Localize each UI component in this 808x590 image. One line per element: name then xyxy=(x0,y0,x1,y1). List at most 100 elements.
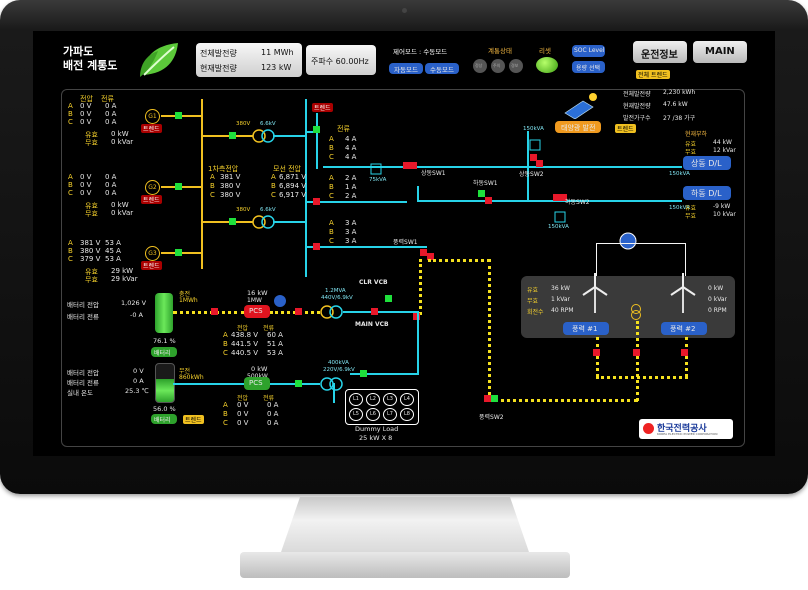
bess1-button[interactable]: 배터리 xyxy=(151,347,177,357)
bess2-button[interactable]: 배터리 xyxy=(151,414,177,424)
bess2-temp-value: 25.3 ℃ xyxy=(125,387,149,395)
reset-button[interactable] xyxy=(536,57,558,73)
up-sw1-label: 상동SW1 xyxy=(421,170,446,177)
dummy-cell-7: L7 xyxy=(383,408,397,421)
tr1-rating: 380V xyxy=(236,121,251,127)
soc-select-button[interactable]: 용량 선택 xyxy=(572,61,605,73)
feeder3-breaker[interactable] xyxy=(313,243,320,250)
up-sw2-switch-b[interactable] xyxy=(536,160,543,167)
gen2-active-value: 0 kW xyxy=(111,201,129,209)
gen1-phase-1: B xyxy=(68,110,73,118)
w1-breaker[interactable] xyxy=(593,349,600,356)
tr2-lv-breaker[interactable] xyxy=(229,218,236,225)
down-sw2-switch-b[interactable] xyxy=(560,194,567,201)
gen1-active-value: 0 kW xyxy=(111,130,129,138)
down-reactive-label: 무효 xyxy=(685,213,697,220)
dummy-cell-4: L4 xyxy=(400,393,414,406)
bess1-voltage-1: 441.5 V xyxy=(231,340,259,348)
bess2-temp-label: 실내 온도 xyxy=(67,389,93,397)
w2-breaker[interactable] xyxy=(681,349,688,356)
wind-sw2-switch-b[interactable] xyxy=(491,395,498,402)
bus-phase-1: B xyxy=(271,182,276,190)
bess2-voltage-col: 전압 xyxy=(237,395,249,402)
bess1-ac-breaker[interactable] xyxy=(295,308,302,315)
down-sw2-switch[interactable] xyxy=(553,194,560,201)
g3-trend-button[interactable]: 트렌드 xyxy=(141,261,162,270)
down-dl-button[interactable]: 하동 D/L xyxy=(683,186,731,200)
wind2-button[interactable]: 풍력 #2 xyxy=(661,322,707,335)
wind-sw1-label: 풍력SW1 xyxy=(393,239,418,246)
bess1-pcs-button[interactable]: PCS xyxy=(244,305,270,318)
gen2-voltage-1: 0 V xyxy=(80,181,92,189)
bess1-capacity: 1MWh xyxy=(179,297,198,304)
bess1-dc-breaker[interactable] xyxy=(211,308,218,315)
up-dl-line xyxy=(527,166,682,168)
bess-link-breaker[interactable] xyxy=(413,313,420,320)
bess2-pcs-button[interactable]: PCS xyxy=(244,377,270,390)
down-sw1-switch-b[interactable] xyxy=(485,197,492,204)
generator-g3-icon[interactable]: G3 xyxy=(145,246,160,261)
up-sw1-switch-b[interactable] xyxy=(410,162,417,169)
main-button[interactable]: MAIN xyxy=(693,41,747,63)
auto-mode-button[interactable]: 자동모드 xyxy=(389,63,423,74)
wind1-button[interactable]: 풍력 #1 xyxy=(563,322,609,335)
bess2-current-label: 배터리 전류 xyxy=(67,379,99,387)
bess1-tr-rating2: 440V/6.9kV xyxy=(321,295,353,301)
grid-status-label: 계통상태 xyxy=(488,47,512,55)
all-trend-button[interactable]: 전체 트렌드 xyxy=(636,70,670,79)
wind-sw1-switch[interactable] xyxy=(420,249,427,256)
bess2-hv-breaker[interactable] xyxy=(360,370,367,377)
up-dl-button[interactable]: 상동 D/L xyxy=(683,156,731,170)
main-vcb-breaker[interactable] xyxy=(371,308,378,315)
solar-total-label: 전체발전량 xyxy=(623,91,651,98)
feeder2-breaker[interactable] xyxy=(313,198,320,205)
gen2-phase-0: A xyxy=(68,173,73,181)
status-normal-indicator: 정상 xyxy=(473,59,487,73)
current-gen-value: 123 kW xyxy=(261,63,292,72)
soc-level-button[interactable]: SOC Level xyxy=(572,45,605,57)
manual-mode-button[interactable]: 수동모드 xyxy=(425,63,459,74)
w2-line xyxy=(685,337,688,377)
bess2-ac-breaker[interactable] xyxy=(295,380,302,387)
feeder3-value-0: 3 A xyxy=(345,219,357,227)
feeder2-transformer-icon xyxy=(370,163,382,175)
w1-active-value: 36 kW xyxy=(551,285,570,292)
up-sw2-switch[interactable] xyxy=(530,154,537,161)
bess1-phase-2: C xyxy=(223,349,228,357)
down-active-label: 유효 xyxy=(685,205,697,212)
dummy-feed-line xyxy=(333,383,335,403)
feeder3-line xyxy=(307,246,427,248)
wind-main-breaker[interactable] xyxy=(633,349,640,356)
g2-breaker[interactable] xyxy=(175,183,182,190)
down-active-value: -9 kW xyxy=(713,203,731,210)
wind-comm-line-l xyxy=(596,243,597,276)
generator-g1-icon[interactable]: G1 xyxy=(145,109,160,124)
g2-trend-button[interactable]: 트렌드 xyxy=(141,195,162,204)
solar-button[interactable]: 태양광 발전 xyxy=(555,121,601,133)
clr-vcb-breaker[interactable] xyxy=(385,295,392,302)
generator-g2-icon[interactable]: G2 xyxy=(145,180,160,195)
tr1-lv-breaker[interactable] xyxy=(229,132,236,139)
gen1-reactive-value: 0 kVar xyxy=(111,138,134,146)
feeder3-value-2: 3 A xyxy=(345,237,357,245)
wind-sw2-switch[interactable] xyxy=(484,395,491,402)
feeder1-breaker[interactable] xyxy=(313,126,320,133)
operation-info-button[interactable]: 운전정보 xyxy=(633,41,687,63)
g1-trend-button[interactable]: 트렌드 xyxy=(141,124,162,133)
gen2-voltage-0: 0 V xyxy=(80,173,92,181)
primary-phase-2: C xyxy=(210,191,215,199)
feeder1-value-0: 4 A xyxy=(345,135,357,143)
g1-breaker[interactable] xyxy=(175,112,182,119)
up-sw1-switch[interactable] xyxy=(403,162,410,169)
up-reactive-label: 무효 xyxy=(685,149,697,156)
camera-icon xyxy=(402,8,407,13)
solar-trend-button[interactable]: 트렌드 xyxy=(615,124,636,133)
bess2-current-col: 전류 xyxy=(263,395,275,402)
voltage-col-header: 전압 xyxy=(80,95,93,103)
wind-sw1-switch-b[interactable] xyxy=(427,253,434,260)
down-sw1-switch[interactable] xyxy=(478,190,485,197)
bess2-trend-button[interactable]: 트렌드 xyxy=(183,415,204,424)
gen3-phase-2: C xyxy=(68,255,73,263)
bus-trend-button[interactable]: 트렌드 xyxy=(312,103,333,112)
g3-breaker[interactable] xyxy=(175,249,182,256)
